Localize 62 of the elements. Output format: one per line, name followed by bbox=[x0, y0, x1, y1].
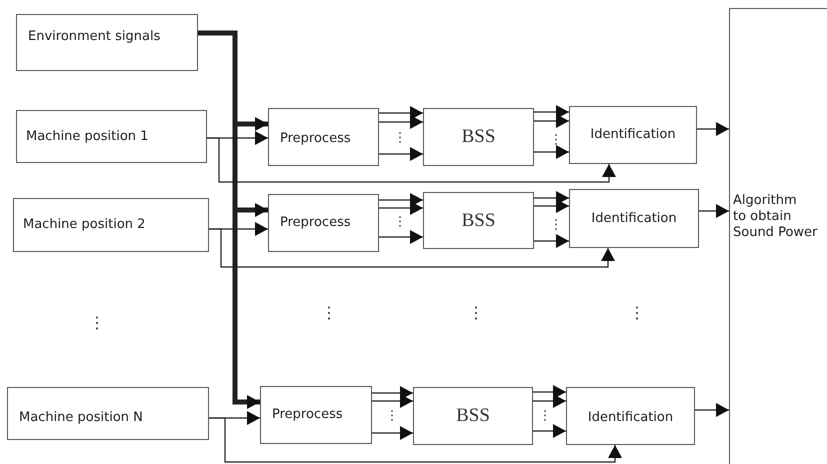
process-box bbox=[16, 110, 207, 163]
arrow bbox=[379, 230, 423, 244]
vertical-ellipsis: ⋮ bbox=[321, 305, 337, 321]
box-label: Preprocess bbox=[280, 131, 351, 147]
box-label: Environment signals bbox=[28, 29, 160, 45]
box-label: BSS bbox=[462, 210, 496, 232]
process-box bbox=[423, 108, 534, 166]
box-label: Identification bbox=[590, 127, 676, 143]
arrow bbox=[534, 191, 569, 205]
process-box bbox=[13, 198, 209, 252]
arrow bbox=[379, 201, 423, 215]
arrow bbox=[534, 234, 569, 248]
process-box bbox=[7, 387, 209, 440]
arrow bbox=[379, 193, 423, 207]
arrow bbox=[699, 204, 729, 218]
arrow bbox=[209, 228, 615, 268]
vertical-ellipsis: ⋮ bbox=[629, 305, 645, 321]
arrow bbox=[533, 394, 566, 408]
box-label: Machine position N bbox=[19, 410, 143, 426]
process-box bbox=[16, 14, 198, 71]
process-box bbox=[413, 387, 533, 445]
arrow bbox=[379, 115, 423, 129]
process-box bbox=[569, 106, 697, 164]
box-label: Preprocess bbox=[272, 407, 343, 423]
box-label: Machine position 1 bbox=[26, 128, 148, 144]
arrow bbox=[534, 199, 569, 213]
panel-label: Algorithm to obtain Sound Power bbox=[733, 193, 818, 241]
vertical-ellipsis: ⋮ bbox=[550, 134, 562, 146]
arrow bbox=[697, 122, 729, 136]
arrow bbox=[209, 417, 622, 463]
process-box bbox=[268, 108, 379, 166]
arrow bbox=[372, 426, 413, 440]
arrow bbox=[207, 137, 616, 183]
vertical-ellipsis: ⋮ bbox=[89, 315, 105, 331]
vertical-ellipsis: ⋮ bbox=[538, 410, 552, 422]
arrow bbox=[534, 114, 569, 128]
box-label: BSS bbox=[462, 126, 496, 148]
arrow bbox=[533, 385, 566, 399]
vertical-ellipsis: ⋮ bbox=[394, 216, 406, 228]
arrow bbox=[534, 105, 569, 119]
arrow bbox=[534, 145, 569, 159]
process-box bbox=[268, 194, 379, 252]
process-box bbox=[566, 387, 695, 445]
process-box bbox=[569, 189, 699, 248]
vertical-ellipsis: ⋮ bbox=[468, 305, 484, 321]
arrow bbox=[533, 424, 566, 438]
vertical-ellipsis: ⋮ bbox=[394, 132, 406, 144]
arrow bbox=[379, 147, 423, 161]
arrow bbox=[379, 106, 423, 120]
arrow bbox=[695, 403, 729, 417]
box-label: Machine position 2 bbox=[23, 217, 146, 233]
output-panel bbox=[729, 8, 827, 464]
box-label: BSS bbox=[456, 405, 490, 427]
arrow bbox=[372, 394, 413, 408]
process-box bbox=[260, 386, 372, 444]
vertical-ellipsis: ⋮ bbox=[550, 218, 562, 232]
box-label: Identification bbox=[588, 410, 674, 426]
box-label: Identification bbox=[591, 210, 677, 226]
box-label: Preprocess bbox=[280, 215, 351, 231]
process-box bbox=[423, 192, 534, 249]
arrow bbox=[372, 386, 413, 400]
vertical-ellipsis: ⋮ bbox=[386, 410, 398, 422]
